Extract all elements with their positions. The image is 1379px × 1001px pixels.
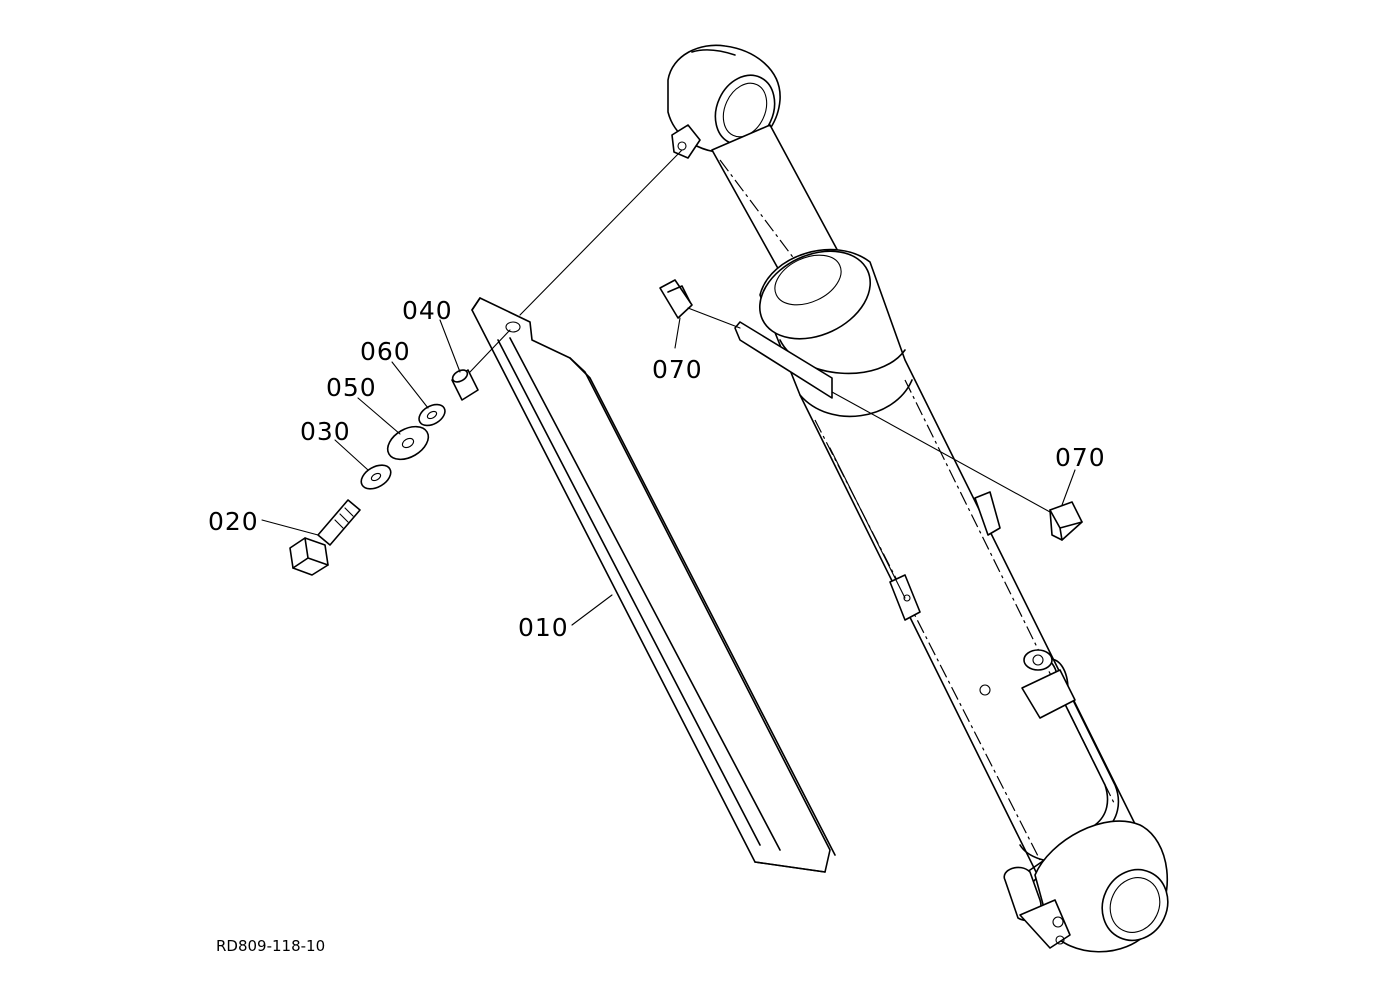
part-010-guard-plate xyxy=(471,297,836,873)
drawing-id: RD809-118-10 xyxy=(216,937,325,955)
assembly-lines xyxy=(469,149,1051,599)
leader-lines xyxy=(261,317,1076,626)
hydraulic-cylinder xyxy=(667,44,1169,953)
cylinder-shim-seat xyxy=(734,321,833,399)
part-050-flat-washer xyxy=(386,425,430,461)
barrel-bracket-hole xyxy=(903,594,911,602)
cylinder-bottom-eye xyxy=(1003,820,1169,953)
label-050: 050 xyxy=(326,373,377,402)
part-020-bolt xyxy=(289,499,361,576)
cylinder-barrel xyxy=(758,248,1139,881)
barrel-fitting xyxy=(979,684,991,696)
label-040: 040 xyxy=(402,296,453,325)
part-040-spacer xyxy=(451,369,479,401)
label-070-left: 070 xyxy=(652,355,703,384)
label-020: 020 xyxy=(208,507,259,536)
label-030: 030 xyxy=(300,417,351,446)
label-070-right: 070 xyxy=(1055,443,1106,472)
label-010: 010 xyxy=(518,613,569,642)
barrel-tab xyxy=(974,491,1001,536)
part-070-shim-right xyxy=(1049,501,1083,541)
part-030-washer xyxy=(360,464,392,490)
cylinder-top-eye xyxy=(667,44,781,159)
part-060-spring-washer xyxy=(418,403,446,427)
label-060: 060 xyxy=(360,337,411,366)
part-070-shim-left xyxy=(659,279,693,319)
